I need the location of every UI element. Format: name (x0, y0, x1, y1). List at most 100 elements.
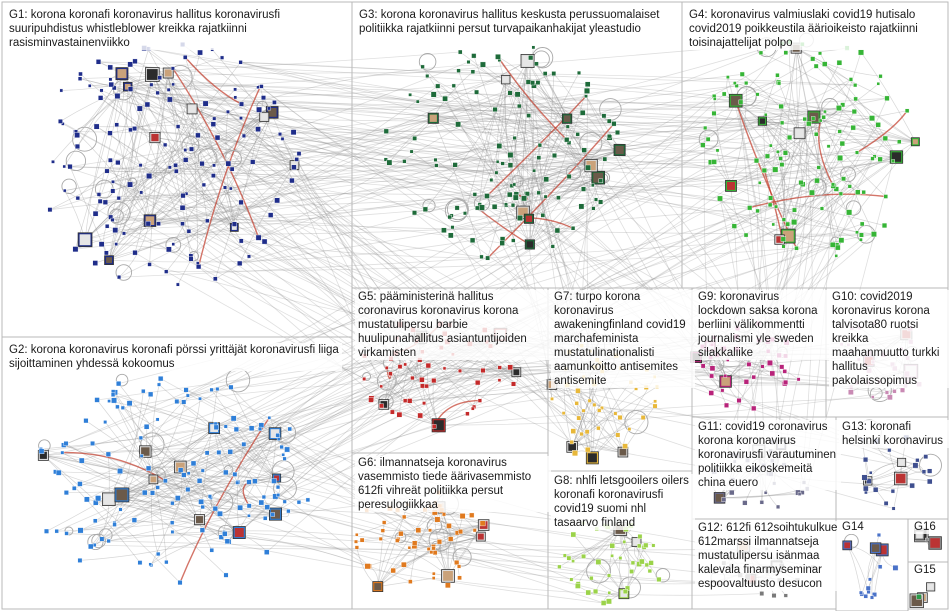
graph-node (261, 494, 266, 500)
graph-node (577, 70, 582, 75)
self-loop-edge (619, 576, 641, 599)
graph-node (415, 527, 422, 534)
graph-edge (153, 479, 268, 508)
graph-node (238, 60, 243, 65)
graph-node (497, 378, 502, 382)
graph-node (524, 191, 530, 197)
graph-edge (151, 378, 162, 480)
graph-node (305, 497, 311, 503)
graph-edge (459, 51, 592, 166)
graph-node (252, 478, 258, 484)
graph-edge (89, 72, 169, 87)
graph-edge (183, 474, 240, 533)
graph-edge (149, 52, 201, 221)
graph-node (850, 124, 856, 131)
hub-node-avatar (871, 544, 880, 552)
hub-node-avatar (141, 447, 150, 456)
graph-edge (730, 185, 862, 241)
graph-node (587, 398, 592, 403)
inter-cluster-edge (70, 164, 783, 172)
inter-cluster-edge (98, 61, 855, 112)
graph-node (296, 500, 302, 505)
graph-node (211, 173, 216, 178)
graph-edge (106, 170, 235, 228)
graph-edge (824, 63, 897, 158)
graph-node (507, 364, 514, 371)
graph-node (709, 373, 714, 379)
graph-node (753, 157, 760, 164)
inter-cluster-edge (239, 532, 434, 548)
graph-node (287, 426, 292, 432)
graph-node (213, 424, 219, 430)
graph-edge (577, 390, 624, 453)
self-loop-edge (91, 533, 106, 549)
graph-edge (121, 452, 219, 496)
hub-node-avatar (116, 489, 128, 501)
graph-edge (84, 166, 295, 241)
graph-node (75, 195, 80, 201)
graph-edge (127, 86, 293, 181)
graph-node (791, 219, 798, 226)
inter-cluster-edge (197, 262, 475, 408)
graph-node (556, 195, 561, 200)
graph-node (884, 390, 889, 395)
graph-node (195, 264, 202, 270)
graph-node (63, 490, 69, 496)
inter-cluster-edge (105, 118, 805, 203)
graph-edge (108, 144, 166, 261)
graph-node (44, 528, 49, 534)
graph-edge (108, 519, 200, 542)
inter-cluster-edge (169, 99, 544, 216)
hub-node-avatar (443, 571, 453, 581)
self-loop-edge (426, 518, 443, 534)
graph-edge (65, 443, 154, 480)
graph-node (496, 143, 503, 149)
hub-node-avatar (104, 494, 114, 505)
graph-node (108, 81, 114, 88)
graph-node (595, 559, 602, 565)
inter-cluster-edge (198, 81, 529, 267)
graph-node (818, 51, 822, 56)
cluster-label-g8: G8: nhlfi letsgooilers oilers koronafi k… (551, 474, 695, 530)
graph-node (495, 159, 500, 164)
graph-edge (77, 137, 156, 199)
graph-node (454, 205, 460, 211)
graph-node (884, 95, 890, 101)
graph-node (382, 520, 387, 525)
graph-node (442, 95, 448, 102)
graph-node (780, 120, 785, 125)
graph-node (891, 506, 896, 511)
graph-edge (191, 148, 235, 228)
graph-node (84, 496, 90, 503)
graph-edge (113, 87, 295, 166)
graph-node (484, 193, 490, 199)
graph-node (569, 440, 574, 445)
inter-cluster-edge (75, 167, 589, 250)
inter-cluster-edge (114, 391, 367, 511)
graph-edge (533, 85, 620, 151)
graph-edge (121, 480, 200, 496)
graph-node (412, 210, 417, 216)
inter-cluster-edge (230, 383, 514, 453)
graph-node (570, 428, 576, 434)
graph-node (767, 202, 773, 208)
graph-node (639, 558, 645, 565)
graph-node (181, 399, 187, 405)
graph-node (378, 536, 383, 541)
graph-node (275, 433, 280, 438)
inter-cluster-edge (159, 77, 706, 129)
inter-cluster-edge (231, 93, 518, 170)
graph-node (873, 487, 879, 493)
graph-node (255, 234, 262, 241)
graph-node (855, 230, 859, 235)
graph-node (871, 231, 877, 238)
graph-node (127, 61, 133, 68)
graph-node (495, 54, 501, 60)
inter-cluster-edge (176, 379, 422, 402)
graph-node (841, 176, 846, 182)
graph-node (570, 226, 576, 231)
graph-node (422, 401, 426, 406)
graph-edge (571, 386, 658, 448)
graph-node (853, 83, 858, 88)
graph-node (576, 415, 582, 421)
